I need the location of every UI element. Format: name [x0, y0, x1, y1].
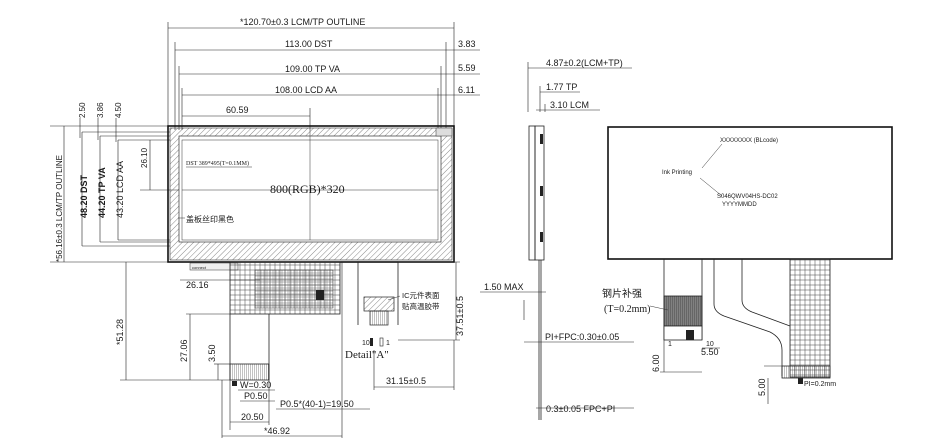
ink-printing-label: Ink Printing — [662, 170, 692, 176]
pi-fpc-label: PI+FPC:0.30±0.05 — [545, 332, 619, 342]
tp-thickness-label: 1.77 TP — [546, 82, 577, 92]
fpc-27-label: 27.06 — [179, 339, 189, 362]
top-dimensions: *120.70±0.3 LCM/TP OUTLINE 113.00 DST 3.… — [167, 17, 480, 130]
right-offset-1: 3.83 — [458, 39, 476, 49]
rear-pin-10: 10 — [706, 341, 714, 348]
fpc-pi-label: 0.3±0.05 FPC+PI — [546, 404, 615, 414]
fpc-350-label: 3.50 — [207, 344, 217, 362]
part-number-label: S046QWV04HS-DC02 — [717, 194, 778, 200]
stiffener-label-1: 钢片补强 — [602, 287, 642, 300]
max-label: 1.50 MAX — [484, 282, 524, 292]
width-2050-label: 20.50 — [241, 412, 264, 422]
detail-label: Detail"A" — [345, 349, 389, 361]
front-view: *120.70±0.3 LCM/TP OUTLINE 113.00 DST 3.… — [50, 17, 480, 438]
dim-500-label: 5.00 — [757, 378, 767, 396]
top-offset-3: 4.50 — [114, 102, 123, 118]
w-label: W=0.30 — [240, 380, 271, 390]
rear-view: XXXXXXXX (BLcode) Ink Printing S046QWV04… — [602, 126, 893, 404]
dim-550-label: 5.50 — [701, 347, 719, 357]
dst-height-label: 48.20 DST — [79, 174, 89, 218]
fpc-length-label: *51.28 — [115, 319, 125, 345]
stiffener-label-2: (T=0.2mm) — [604, 304, 650, 315]
width-4692-label: *46.92 — [264, 426, 290, 436]
outline-width-label: *120.70±0.3 LCM/TP OUTLINE — [240, 17, 365, 27]
top-offset-2: 3.86 — [96, 102, 105, 118]
half-height-label: 26.10 — [140, 147, 149, 168]
right-offset-2: 5.59 — [458, 63, 476, 73]
rear-pin-1: 1 — [668, 341, 672, 348]
ic-note-2: 贴高温胶带 — [402, 301, 440, 311]
fpc-tail: connect 26.16 *51.28 27.06 3.50 W=0.30 P… — [115, 261, 370, 438]
ic-pin-1: 1 — [386, 340, 390, 347]
lcd-panel: DST 389*495(T=0.1MM) 800(RGB)*320 盖板丝印黑色 — [167, 125, 455, 263]
lcd-aa-height-label: 43.20 LCD AA — [115, 161, 125, 218]
tp-va-height-label: 44.20 TP VA — [97, 167, 107, 218]
lcd-aa-width-label: 108.00 LCD AA — [275, 85, 337, 95]
dim-600-label: 6.00 — [651, 354, 661, 372]
small-note: connect — [192, 265, 207, 270]
ic-width-label: 31.15±0.5 — [386, 376, 426, 386]
dst-label: DST 389*495(T=0.1MM) — [186, 160, 249, 167]
dst-width-label: 113.00 DST — [285, 39, 333, 49]
half-width-label: 60.59 — [226, 105, 249, 115]
fpc-offset-label: 26.16 — [186, 280, 209, 290]
tp-va-width-label: 109.00 TP VA — [285, 64, 340, 74]
pitch-label: P0.5*(40-1)=19.50 — [280, 399, 354, 409]
ic-note-1: IC元件表面 — [402, 290, 440, 300]
ic-pin-10: 10 — [362, 340, 370, 347]
resolution-label: 800(RGB)*320 — [270, 182, 345, 196]
cover-note: 盖板丝印黑色 — [186, 214, 234, 224]
barcode-label: XXXXXXXX (BLcode) — [720, 138, 778, 144]
lcm-thickness-label: 3.10 LCM — [550, 100, 589, 110]
left-dimensions: *56.16±0.3 LCM/TP OUTLINE 2.50 3.86 4.50… — [50, 102, 182, 263]
date-code-label: YYYYMMDD — [722, 202, 757, 208]
side-view: 4.87±0.2(LCM+TP) 1.77 TP 3.10 LCM 1.50 M… — [480, 58, 634, 420]
thickness-total-label: 4.87±0.2(LCM+TP) — [546, 58, 623, 68]
pi-label: PI=0.2mm — [804, 381, 836, 388]
p-label: P0.50 — [244, 391, 268, 401]
top-offset-1: 2.50 — [78, 102, 87, 118]
right-offset-3: 6.11 — [458, 85, 475, 95]
ic-detail: IC元件表面 贴高温胶带 10 1 Detail"A" 37.51±0.5 31… — [345, 261, 465, 390]
outline-height-label: *56.16±0.3 LCM/TP OUTLINE — [55, 155, 64, 262]
ic-height-label: 37.51±0.5 — [455, 296, 465, 336]
